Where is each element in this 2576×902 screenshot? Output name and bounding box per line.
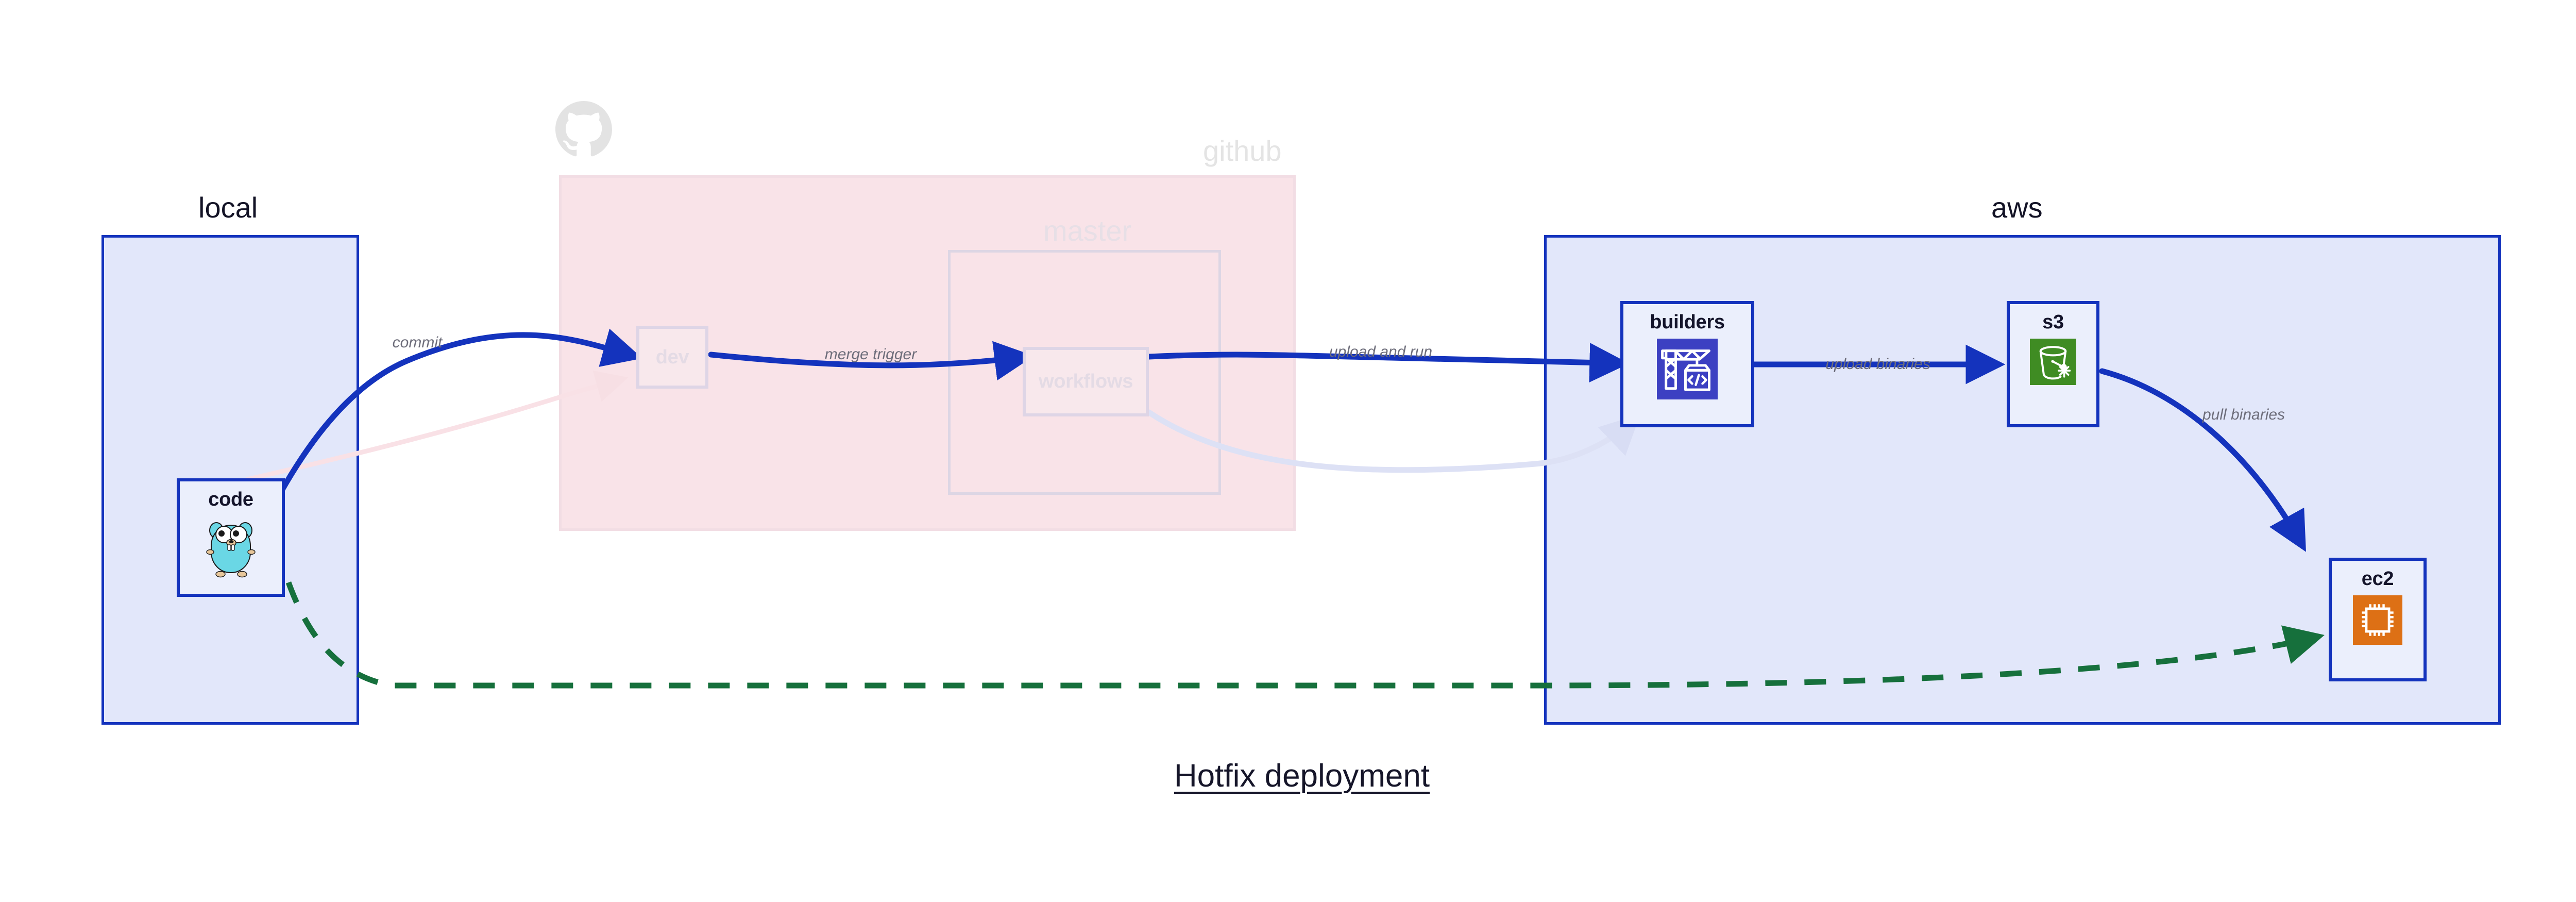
node-dev[interactable]: dev (636, 326, 708, 389)
node-code[interactable]: code (177, 478, 285, 597)
edge-label-pull-binaries: pull binaries (2202, 406, 2285, 423)
aws-codebuild-icon (1657, 339, 1718, 399)
node-s3-label: s3 (2042, 311, 2064, 333)
edge-label-upload-and-run: upload and run (1329, 343, 1433, 360)
go-gopher-icon (200, 516, 262, 580)
node-ec2-label: ec2 (2361, 568, 2394, 590)
edge-label-upload-binaries: upload binaries (1825, 356, 1930, 373)
node-s3[interactable]: s3 (2007, 301, 2099, 427)
node-builders[interactable]: builders (1620, 301, 1754, 427)
cluster-label-master: master (1043, 214, 1132, 247)
node-workflows[interactable]: workflows (1023, 347, 1149, 416)
github-octocat-icon (555, 101, 612, 158)
cluster-label-aws: aws (1991, 191, 2043, 224)
aws-s3-icon (2030, 339, 2076, 385)
edge-label-commit: commit (392, 334, 443, 351)
diagram-title: Hotfix deployment (1174, 758, 1430, 794)
edge-label-merge-trigger: merge trigger (824, 346, 917, 363)
cluster-label-github: github (1203, 135, 1282, 167)
cluster-master (948, 250, 1221, 495)
node-dev-label: dev (655, 346, 689, 368)
aws-ec2-icon (2353, 595, 2402, 645)
node-workflows-label: workflows (1038, 371, 1133, 392)
node-ec2[interactable]: ec2 (2329, 558, 2427, 681)
node-code-label: code (208, 489, 253, 510)
cluster-label-local: local (198, 191, 258, 224)
node-builders-label: builders (1650, 311, 1725, 333)
